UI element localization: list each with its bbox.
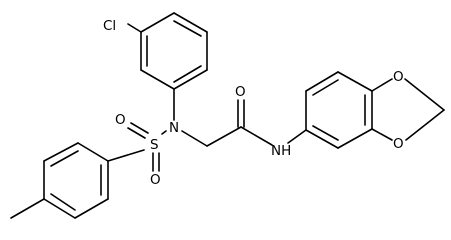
bond-s-o-top	[130, 122, 149, 134]
bond	[337, 71, 373, 92]
bond	[140, 69, 175, 90]
atom-label-o: O	[393, 136, 404, 152]
bond-dioxole	[404, 78, 445, 111]
benzodioxole-ring	[305, 71, 373, 149]
atom-label-o: O	[235, 84, 246, 100]
bond-n-ch2	[181, 130, 208, 147]
bond-nh-ring	[287, 129, 307, 144]
structure-canvas: Cl N S O O O NH O O	[10, 12, 445, 219]
atom-label-n: N	[169, 120, 179, 136]
bond	[173, 69, 208, 90]
bond	[43, 198, 76, 219]
bond-dioxole	[371, 78, 393, 92]
bond-c-nh	[240, 126, 273, 146]
bond-s-tolyl	[107, 149, 145, 162]
bond	[173, 65, 202, 83]
atom-label-cl: Cl	[103, 18, 116, 34]
atom-label-o: O	[393, 69, 404, 85]
bond	[74, 198, 109, 219]
bond	[77, 142, 109, 162]
bond-ch2-c	[206, 126, 242, 147]
atom-label-s: S	[150, 137, 159, 153]
bond	[173, 20, 202, 37]
bond-dioxole	[405, 109, 445, 141]
bond	[337, 128, 373, 149]
bond	[305, 129, 339, 149]
atom-label-o: O	[150, 172, 161, 188]
bond	[312, 79, 339, 96]
bond-n-s	[161, 130, 167, 135]
chlorophenyl-ring	[140, 12, 208, 90]
bond	[50, 193, 76, 211]
bond	[43, 142, 79, 162]
atom-label-o: O	[115, 112, 126, 128]
bond	[140, 12, 175, 33]
bond	[312, 125, 339, 141]
bond	[50, 150, 79, 167]
bond-c-cl	[127, 23, 142, 33]
bond-s-o-top	[127, 127, 146, 139]
atom-label-nh: NH	[271, 143, 291, 159]
tolyl-ring	[43, 142, 109, 219]
bond	[173, 12, 208, 33]
bond-dioxole	[371, 128, 393, 141]
bond-methyl	[10, 198, 45, 219]
bond	[305, 71, 339, 92]
molecule-structure: Cl N S O O O NH O O	[10, 12, 445, 219]
